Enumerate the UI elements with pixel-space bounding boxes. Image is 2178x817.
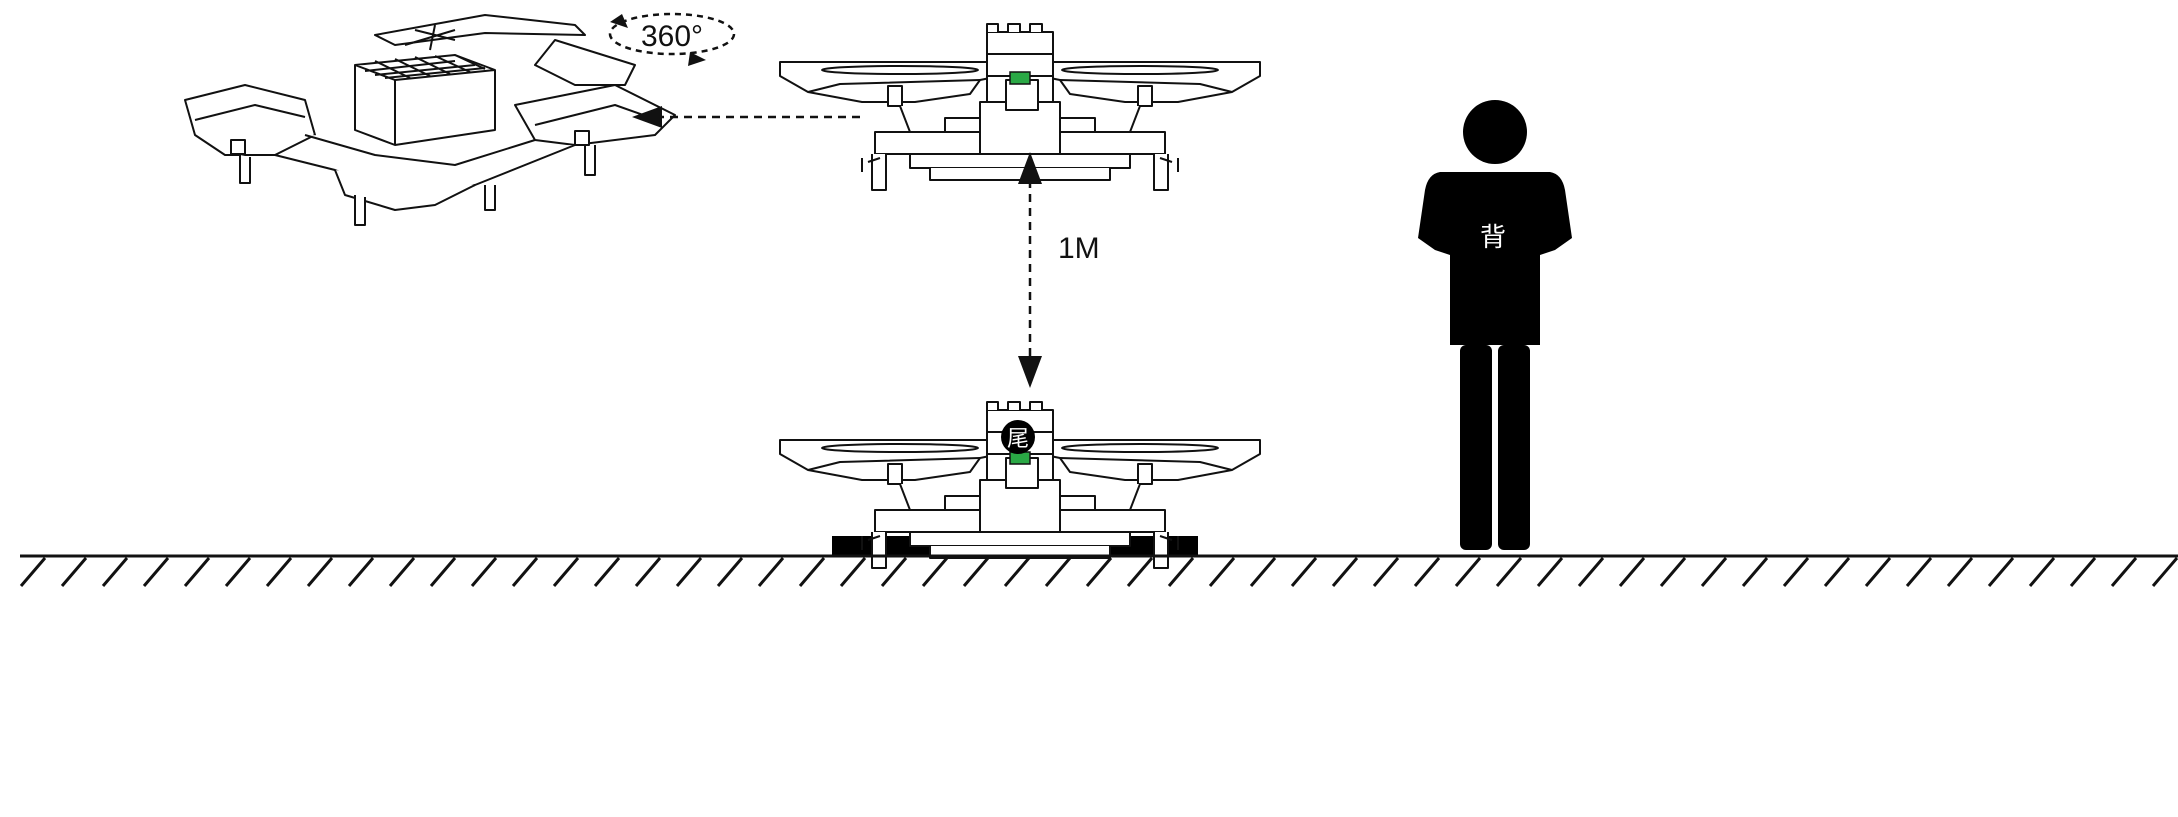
ground-hatch-line (1331, 557, 1359, 587)
ground-hatch-line (429, 557, 457, 587)
ground-hatch-line (716, 557, 744, 587)
ground-hatch-line (1823, 557, 1851, 587)
tail-marker (1001, 420, 1035, 454)
ground-hatch-line (962, 557, 990, 587)
ground-hatch-line (1044, 557, 1072, 587)
ground-hatch-line (1495, 557, 1523, 587)
ground-hatch-line (839, 557, 867, 587)
ground-hatch-line (1290, 557, 1318, 587)
ground-hatch-line (142, 557, 170, 587)
drone-hover-icon (779, 23, 1261, 191)
ground-hatch-line (593, 557, 621, 587)
ground-hatch-line (1577, 557, 1605, 587)
ground-hatch-line (634, 557, 662, 587)
ground-hatch-line (1946, 557, 1974, 587)
ground-hatch-line (1208, 557, 1236, 587)
ground-hatch-line (388, 557, 416, 587)
drone-rotating-icon (184, 14, 676, 226)
ground-hatch-line (60, 557, 88, 587)
ground-hatch-line (224, 557, 252, 587)
ground-hatch-line (675, 557, 703, 587)
ground-hatch-line (1864, 557, 1892, 587)
vertical-height-arrow (1018, 152, 1042, 388)
person-silhouette-icon (1418, 100, 1572, 550)
status-led-icon (1009, 71, 1031, 85)
ground-hatch-line (880, 557, 908, 587)
ground-hatch-line (2110, 557, 2138, 587)
ground-hatch-line (19, 557, 47, 587)
horizontal-move-arrow (632, 106, 860, 128)
ground-hatch-line (265, 557, 293, 587)
ground-hatch-line (2151, 557, 2178, 587)
back-label: 背 (1480, 223, 1506, 253)
tail-label: 尾 (1007, 427, 1029, 452)
rotation-arrow-icon (608, 12, 736, 66)
ground-hatch-line (1085, 557, 1113, 587)
ground-hatch-line (1536, 557, 1564, 587)
ground-hatch-line (921, 557, 949, 587)
ground-hatch-line (183, 557, 211, 587)
ground-hatch-line (798, 557, 826, 587)
ground-hatch-line (1741, 557, 1769, 587)
ground-hatch-line (101, 557, 129, 587)
ground-hatch-line (511, 557, 539, 587)
ground-hatch-line (1782, 557, 1810, 587)
ground-hatch-line (347, 557, 375, 587)
ground-hatch-line (552, 557, 580, 587)
ground-hatch-line (1618, 557, 1646, 587)
ground-hatch-line (2028, 557, 2056, 587)
ground-hatch-line (757, 557, 785, 587)
height-label: 1M (1058, 232, 1100, 265)
ground-hatch-line (1454, 557, 1482, 587)
ground-hatch-line (1659, 557, 1687, 587)
ground-hatch-line (1413, 557, 1441, 587)
ground (19, 554, 2178, 587)
ground-hatch-line (1126, 557, 1154, 587)
ground-hatch-line (2069, 557, 2097, 587)
ground-hatch-line (1987, 557, 2015, 587)
ground-hatch-line (1700, 557, 1728, 587)
ground-hatch-line (1905, 557, 1933, 587)
ground-hatch-line (1167, 557, 1195, 587)
ground-hatch-line (1003, 557, 1031, 587)
ground-hatch-line (470, 557, 498, 587)
ground-hatch-line (306, 557, 334, 587)
ground-hatch-line (1372, 557, 1400, 587)
ground-hatch-line (1249, 557, 1277, 587)
rotation-label: 360° (641, 20, 703, 53)
